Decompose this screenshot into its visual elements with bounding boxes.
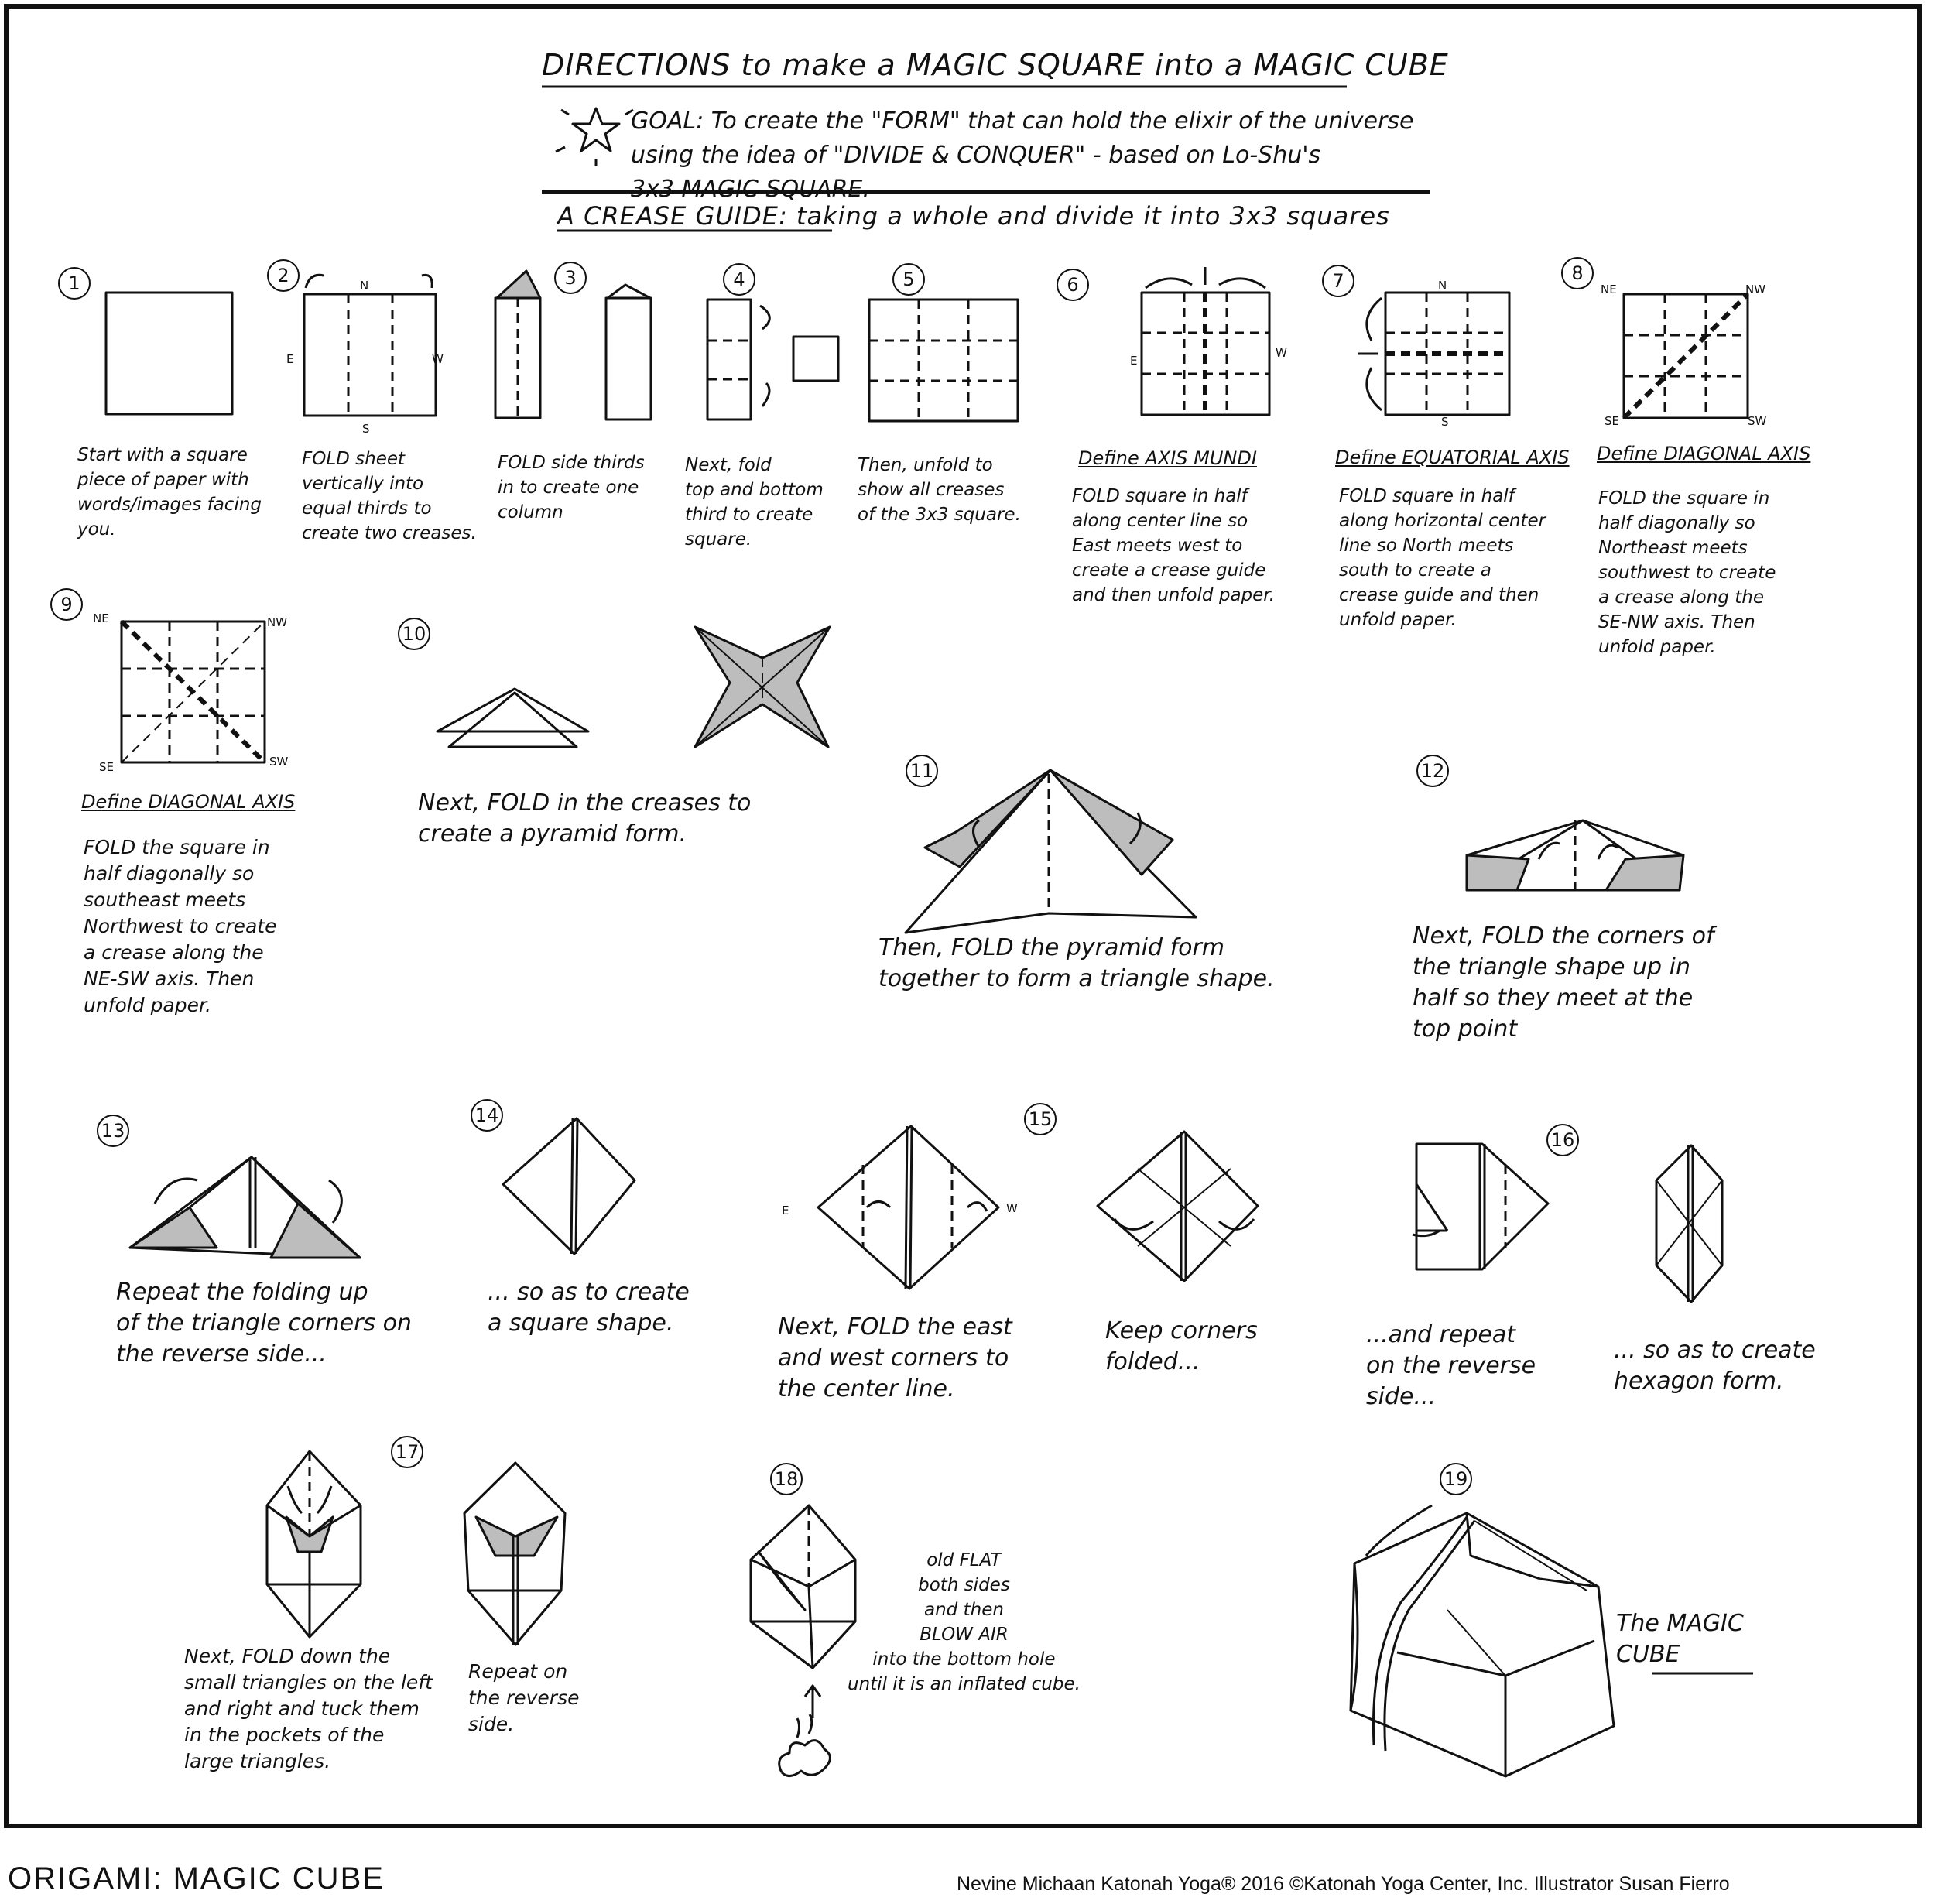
step9-label-nw: NW <box>267 615 288 629</box>
step7-label-s: S <box>1441 415 1449 429</box>
step-number-2: 2 <box>267 259 300 292</box>
step16-caption: ...and repeat on the reverse side... <box>1366 1321 1536 1410</box>
step-number-5: 5 <box>892 263 925 296</box>
step9-caption: FOLD the square in half diagonally so so… <box>84 836 277 1016</box>
footer-title: ORIGAMI: MAGIC CUBE <box>8 1861 385 1895</box>
step8-square <box>1622 293 1749 419</box>
step9-label-ne: NE <box>93 611 109 625</box>
step17-caption-b: Repeat on the reverse side. <box>468 1660 580 1735</box>
step10-caption: Next, FOLD in the creases to create a py… <box>418 789 752 848</box>
step2-caption: FOLD sheet vertically into equal thirds … <box>302 449 477 543</box>
step6-label-w: W <box>1276 346 1287 360</box>
step6-caption: FOLD square in half along center line so… <box>1072 486 1275 605</box>
step2-label-w: W <box>432 352 444 366</box>
step15-caption: Next, FOLD the east and west corners to … <box>778 1313 1012 1402</box>
page-border <box>4 4 1922 1828</box>
step11-caption: Then, FOLD the pyramid form together to … <box>878 934 1275 992</box>
step9-label-sw: SW <box>269 755 289 769</box>
step-number-13: 13 <box>97 1115 129 1147</box>
step15-square-b <box>1096 1130 1259 1282</box>
step-number-19: 19 <box>1440 1463 1472 1495</box>
step14-square <box>502 1117 636 1255</box>
step5-square <box>868 298 1019 423</box>
step4-column <box>706 298 752 421</box>
step5-caption: Then, unfold to show all creases of the … <box>858 455 1021 525</box>
step13-triangle <box>128 1156 361 1259</box>
step-number-9: 9 <box>50 588 83 621</box>
step-number-8: 8 <box>1561 257 1594 289</box>
step-number-10: 10 <box>398 618 430 650</box>
step4-caption: Next, fold top and bottom third to creat… <box>685 455 824 550</box>
step-number-4: 4 <box>723 263 755 296</box>
step11-pyramid <box>904 769 1197 934</box>
step1-square <box>104 291 234 416</box>
step-number-3: 3 <box>554 262 587 294</box>
step18-air-puff <box>778 1739 831 1777</box>
page-title: DIRECTIONS to make a MAGIC SQUARE into a… <box>542 48 1449 82</box>
step7-label-n: N <box>1438 279 1447 293</box>
step-number-1: 1 <box>58 267 91 300</box>
step-number-15: 15 <box>1024 1103 1057 1135</box>
step8-label-nw: NW <box>1745 283 1766 296</box>
step16-caption-b: ... so as to create hexagon form. <box>1614 1337 1816 1395</box>
step3-caption: FOLD side thirds in to create one column <box>498 453 645 522</box>
step13-caption: Repeat the folding up of the triangle co… <box>116 1279 412 1368</box>
footer-credit: Nevine Michaan Katonah Yoga® 2016 ©Katon… <box>957 1873 1730 1895</box>
goal-statement: GOAL: To create the "FORM" that can hold… <box>631 108 1414 203</box>
step12-caption: Next, FOLD the corners of the triangle s… <box>1413 923 1714 1043</box>
step6-heading: Define AXIS MUNDI <box>1078 447 1257 469</box>
step19-caption: The MAGIC CUBE <box>1616 1610 1744 1668</box>
step2-label-e: E <box>286 352 294 366</box>
crease-guide-heading: A CREASE GUIDE: taking a whole and divid… <box>557 201 1390 231</box>
step-number-6: 6 <box>1057 269 1089 301</box>
step-number-17: 17 <box>391 1436 423 1468</box>
step14-caption: ... so as to create a square shape. <box>488 1279 690 1337</box>
step7-caption: FOLD square in half along horizontal cen… <box>1339 486 1546 630</box>
step4-small-square <box>792 335 840 382</box>
step9-heading: Define DIAGONAL AXIS <box>81 791 296 813</box>
step9-square <box>120 620 266 764</box>
step-number-14: 14 <box>471 1099 503 1132</box>
step18-hexagon <box>749 1504 857 1669</box>
step15-square-a <box>817 1125 1000 1290</box>
step-number-16: 16 <box>1546 1124 1579 1156</box>
step-number-7: 7 <box>1322 265 1354 297</box>
step7-heading: Define EQUATORIAL AXIS <box>1335 447 1570 468</box>
step17-caption: Next, FOLD down the small triangles on t… <box>184 1645 433 1772</box>
step9-label-se: SE <box>99 760 114 774</box>
step8-heading: Define DIAGONAL AXIS <box>1597 443 1811 464</box>
step-number-12: 12 <box>1416 755 1449 787</box>
step15-label-w: W <box>1006 1201 1018 1215</box>
step16-shape <box>1415 1142 1550 1271</box>
step15-caption-b: Keep corners folded... <box>1105 1317 1258 1375</box>
step10-pyramid-flat <box>436 687 590 733</box>
step8-label-ne: NE <box>1601 283 1617 296</box>
step15-label-e: E <box>782 1204 789 1217</box>
step-number-11: 11 <box>906 755 938 787</box>
step1-caption: Start with a square piece of paper with … <box>77 445 262 539</box>
step2-label-n: N <box>360 279 369 293</box>
step18-caption: old FLAT both sides and then BLOW AIR in… <box>848 1550 1081 1694</box>
step19-cube <box>1349 1504 1615 1778</box>
step6-label-e: E <box>1130 354 1138 368</box>
step-number-18: 18 <box>770 1463 803 1495</box>
step8-label-sw: SW <box>1748 414 1767 428</box>
step8-label-se: SE <box>1605 414 1619 428</box>
step12-triangle <box>1465 819 1681 892</box>
step2-label-s: S <box>362 422 370 436</box>
step2-sheet <box>303 293 437 417</box>
step8-caption: FOLD the square in half diagonally so No… <box>1598 488 1776 657</box>
